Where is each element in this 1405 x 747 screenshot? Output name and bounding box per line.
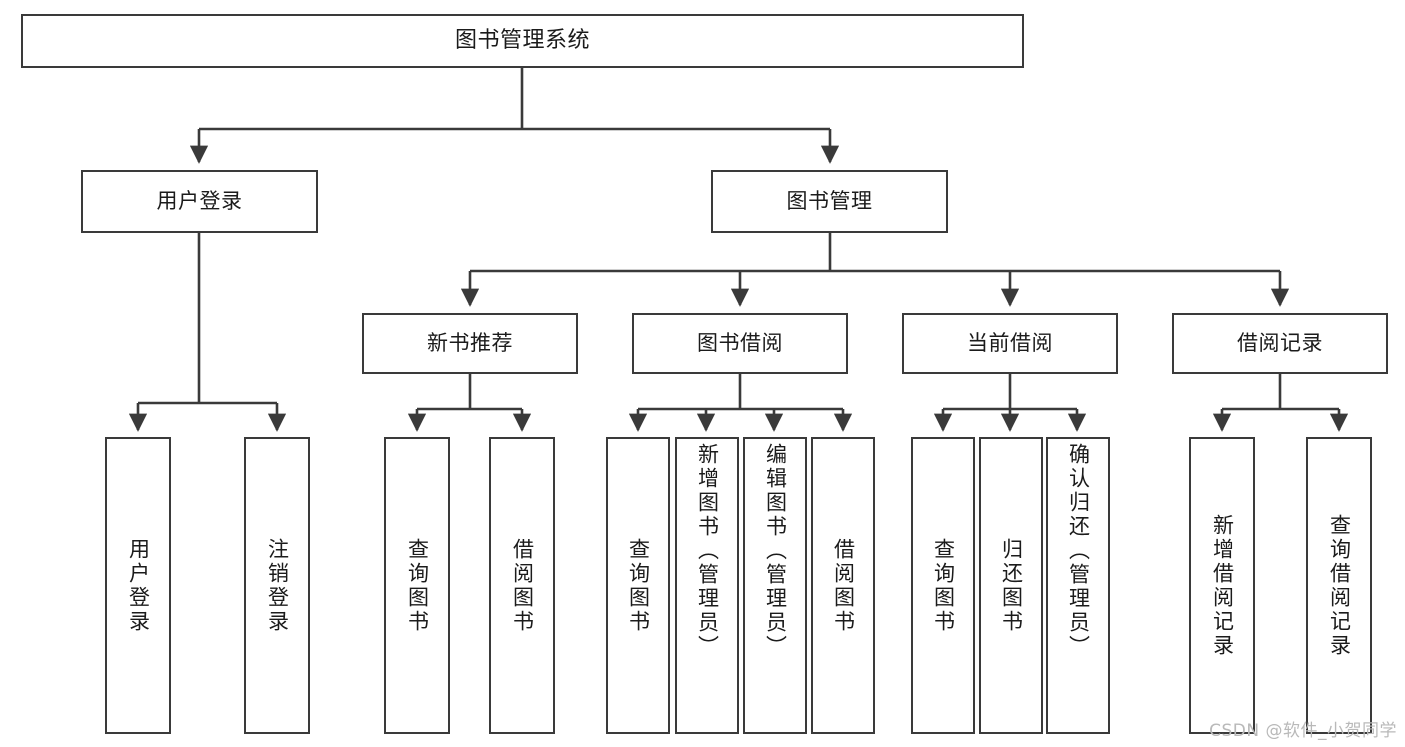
node-user-login[interactable]: 用户登录 — [81, 170, 318, 233]
node-leaf-edit-book[interactable]: 编辑图书（管理员） — [743, 437, 807, 734]
node-leaf-return-book[interactable]: 归还图书 — [979, 437, 1043, 734]
node-label: 注销登录 — [265, 537, 290, 634]
node-leaf-query-book-3[interactable]: 查询图书 — [911, 437, 975, 734]
node-label: 用户登录 — [156, 189, 243, 214]
node-leaf-confirm-return[interactable]: 确认归还（管理员） — [1046, 437, 1110, 734]
node-label: 用户登录 — [126, 537, 151, 634]
node-leaf-query-book-1[interactable]: 查询图书 — [384, 437, 450, 734]
node-label: 新增借阅记录 — [1210, 513, 1235, 658]
csdn-watermark: CSDN @软件_小贺同学 — [1209, 721, 1397, 741]
node-label: 新书推荐 — [427, 331, 513, 356]
node-label: 当前借阅 — [967, 331, 1053, 356]
node-label: 查询图书 — [626, 537, 651, 634]
node-label: 借阅记录 — [1237, 331, 1323, 356]
node-book-borrow[interactable]: 图书借阅 — [632, 313, 848, 374]
node-label: 新增图书（管理员） — [695, 443, 720, 659]
node-leaf-borrow-book-2[interactable]: 借阅图书 — [811, 437, 875, 734]
node-label: 图书管理 — [786, 189, 873, 214]
node-leaf-add-record[interactable]: 新增借阅记录 — [1189, 437, 1255, 734]
node-leaf-query-record[interactable]: 查询借阅记录 — [1306, 437, 1372, 734]
node-label: 借阅图书 — [831, 537, 856, 634]
node-root-system[interactable]: 图书管理系统 — [21, 14, 1024, 68]
node-label: 查询图书 — [405, 537, 430, 634]
node-leaf-logout[interactable]: 注销登录 — [244, 437, 310, 734]
node-current-borrow[interactable]: 当前借阅 — [902, 313, 1118, 374]
node-leaf-user-login[interactable]: 用户登录 — [105, 437, 171, 734]
node-leaf-query-book-2[interactable]: 查询图书 — [606, 437, 670, 734]
node-label: 查询借阅记录 — [1327, 513, 1352, 658]
node-leaf-add-book[interactable]: 新增图书（管理员） — [675, 437, 739, 734]
node-leaf-borrow-book-1[interactable]: 借阅图书 — [489, 437, 555, 734]
node-label: 图书借阅 — [697, 331, 783, 356]
node-label: 查询图书 — [931, 537, 956, 634]
node-label: 借阅图书 — [510, 537, 535, 634]
node-label: 图书管理系统 — [454, 28, 590, 54]
node-borrow-record[interactable]: 借阅记录 — [1172, 313, 1388, 374]
node-label: 确认归还（管理员） — [1066, 443, 1091, 659]
node-label: 编辑图书（管理员） — [763, 443, 788, 659]
node-label: 归还图书 — [999, 537, 1024, 634]
node-new-book-recommend[interactable]: 新书推荐 — [362, 313, 578, 374]
node-book-management[interactable]: 图书管理 — [711, 170, 948, 233]
